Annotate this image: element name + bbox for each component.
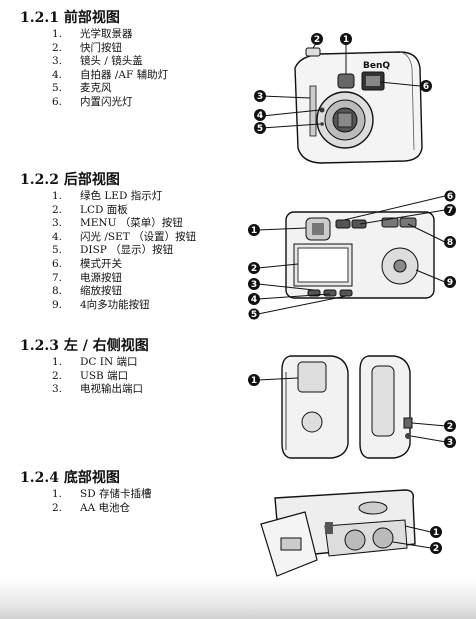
list-item: 1.绿色 LED 指示灯	[52, 190, 163, 202]
list-item: 8.缩放按钮	[52, 285, 122, 298]
callout-8: 8	[444, 236, 456, 248]
list-item: 4.自拍器 /AF 辅助灯	[52, 68, 169, 81]
section-title: 1.2.4 底部视图	[20, 470, 120, 486]
svg-text:2: 2	[314, 35, 320, 45]
brand-logo: BenQ	[363, 61, 390, 71]
svg-text:6: 6	[423, 82, 429, 92]
callout-4: 4	[248, 293, 260, 305]
list-item: 6.内置闪光灯	[52, 95, 133, 108]
front-view-illustration: BenQ 1 2 3 4 5 6	[254, 33, 432, 164]
svg-text:2: 2	[447, 422, 453, 432]
svg-text:3: 3	[257, 92, 263, 102]
list-item: 5.麦克风	[52, 82, 112, 95]
svg-text:1: 1	[251, 376, 257, 386]
callout-5: 5	[254, 122, 266, 134]
svg-text:9: 9	[447, 278, 453, 288]
list-item: 3.镜头 / 镜头盖	[52, 55, 143, 68]
svg-text:6: 6	[447, 192, 453, 202]
list-item: 3.MENU （菜单）按钮	[52, 217, 183, 230]
section-front-view: 1.2.1 前部视图 1.光学取景器 2.快门按钮 3.镜头 / 镜头盖 4.自…	[20, 10, 168, 110]
list-item: 2.快门按钮	[52, 41, 122, 54]
item-list: 1.SD 存储卡插槽 2.AA 电池仓	[20, 488, 151, 515]
callout-9: 9	[444, 276, 456, 288]
svg-text:1: 1	[343, 35, 349, 45]
callout-5: 5	[248, 308, 260, 320]
callout-3: 3	[444, 436, 456, 448]
callout-2: 2	[444, 420, 456, 432]
item-list: 1.光学取景器 2.快门按钮 3.镜头 / 镜头盖 4.自拍器 /AF 辅助灯 …	[20, 28, 168, 110]
section-title: 1.2.3 左 / 右侧视图	[20, 338, 149, 354]
list-item: 1.SD 存储卡插槽	[52, 488, 152, 500]
svg-text:5: 5	[251, 310, 257, 320]
item-list: 1.绿色 LED 指示灯 2.LCD 面板 3.MENU （菜单）按钮 4.闪光…	[20, 190, 196, 312]
page-footer-gradient	[0, 579, 476, 619]
list-item: 5.DISP （显示）按钮	[52, 244, 174, 257]
svg-text:2: 2	[433, 544, 439, 554]
list-item: 3.电视输出端口	[52, 383, 143, 396]
rear-view-illustration: 1 2 3 4 5 6 7 8 9	[248, 190, 456, 320]
list-item: 2.AA 电池仓	[52, 501, 131, 514]
svg-text:4: 4	[251, 295, 257, 305]
callout-4: 4	[254, 109, 266, 121]
callout-6: 6	[420, 80, 432, 92]
callout-6: 6	[444, 190, 456, 202]
callout-2: 2	[430, 542, 442, 554]
svg-text:5: 5	[257, 124, 263, 134]
list-item: 9.4向多功能按钮	[52, 298, 150, 311]
bottom-view-illustration: 1 2	[260, 489, 442, 577]
callout-2: 2	[311, 33, 323, 45]
svg-text:7: 7	[447, 206, 453, 216]
list-item: 2.LCD 面板	[52, 203, 128, 216]
section-rear-view: 1.2.2 后部视图 1.绿色 LED 指示灯 2.LCD 面板 3.MENU …	[20, 172, 196, 312]
callout-1: 1	[340, 33, 352, 45]
section-title: 1.2.2 后部视图	[20, 172, 120, 188]
list-item: 7.电源按钮	[52, 271, 122, 284]
callout-1: 1	[430, 526, 442, 538]
section-title: 1.2.1 前部视图	[20, 10, 120, 26]
callout-1: 1	[248, 374, 260, 386]
section-side-view: 1.2.3 左 / 右侧视图 1.DC IN 端口 2.USB 端口 3.电视输…	[20, 338, 149, 397]
item-list: 1.DC IN 端口 2.USB 端口 3.电视输出端口	[20, 356, 149, 397]
list-item: 2.USB 端口	[52, 369, 129, 382]
svg-text:3: 3	[447, 438, 453, 448]
callout-7: 7	[444, 204, 456, 216]
side-view-illustration: 1 2 3	[248, 355, 456, 459]
list-item: 1.DC IN 端口	[52, 356, 138, 368]
svg-text:4: 4	[257, 111, 263, 121]
list-item: 6.模式开关	[52, 257, 122, 270]
callout-3: 3	[254, 90, 266, 102]
callout-1: 1	[248, 224, 260, 236]
callout-2: 2	[248, 262, 260, 274]
callout-3: 3	[248, 278, 260, 290]
svg-text:1: 1	[433, 528, 439, 538]
list-item: 1.光学取景器	[52, 28, 133, 40]
svg-text:3: 3	[251, 280, 257, 290]
section-bottom-view: 1.2.4 底部视图 1.SD 存储卡插槽 2.AA 电池仓	[20, 470, 151, 515]
svg-text:2: 2	[251, 264, 257, 274]
svg-text:1: 1	[251, 226, 257, 236]
list-item: 4.闪光 /SET （设置）按钮	[52, 230, 197, 243]
svg-text:8: 8	[447, 238, 453, 248]
